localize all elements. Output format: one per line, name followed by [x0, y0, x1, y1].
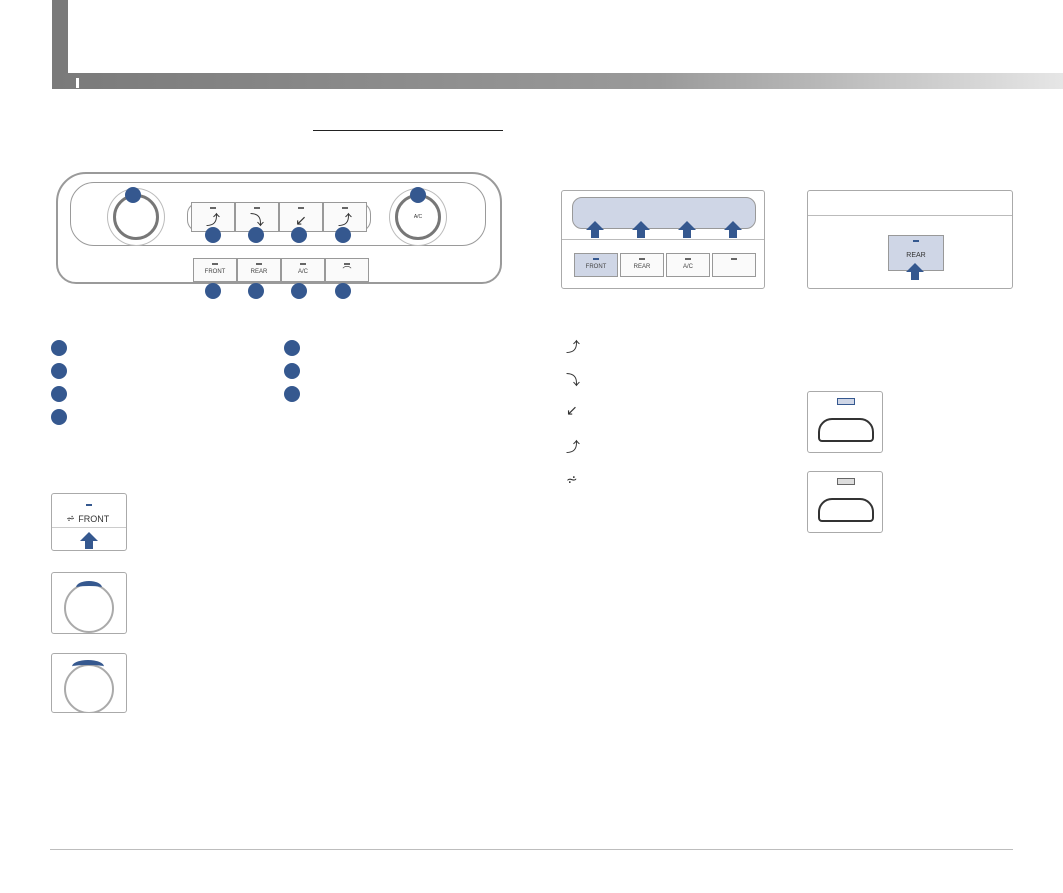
- floor-list-icon: ↙: [566, 403, 578, 419]
- legend-bullet-7: [284, 386, 300, 402]
- floor-icon: ↙: [295, 213, 307, 229]
- bi-level-icon: ⤵: [250, 213, 264, 229]
- callout-9: [291, 283, 307, 299]
- climate-panel-inner-bezel: [70, 182, 486, 246]
- defrost-list-icon: ⩫: [566, 472, 578, 488]
- front-defrost-thumbnail: ⩫ FRONT: [51, 493, 127, 551]
- ac-button-label: A/C: [297, 269, 308, 275]
- rear-defrost-closeup: REAR: [807, 190, 1013, 289]
- callout-4: [248, 227, 264, 243]
- legend-bullet-6: [284, 363, 300, 379]
- front-defrost-button: FRONT: [193, 258, 237, 282]
- closeup-front-label: FRONT: [585, 264, 607, 270]
- callout-10: [335, 283, 351, 299]
- footer-rule: [50, 849, 1013, 850]
- face-vent-list-icon: ⤴: [566, 340, 580, 356]
- callout-3: [205, 227, 221, 243]
- recirculation-button: ⌒: [325, 258, 369, 282]
- face-vent-icon: ⤴: [206, 213, 220, 229]
- section-title-rule: [313, 130, 503, 131]
- outside-air-thumbnail: [807, 391, 883, 453]
- legend-bullet-5: [284, 340, 300, 356]
- mode-button-bilevel: ⤵: [235, 202, 279, 232]
- callout-5: [291, 227, 307, 243]
- header-bar: [52, 73, 1063, 89]
- callout-6: [335, 227, 351, 243]
- rear-defrost-button: REAR: [237, 258, 281, 282]
- front-defrost-label: FRONT: [204, 269, 226, 275]
- fan-knob-thumbnail: [51, 653, 127, 713]
- closeup-rear-label: REAR: [633, 264, 651, 270]
- legend-bullet-2: [51, 363, 67, 379]
- legend-bullet-1: [51, 340, 67, 356]
- defrost-icon: ⩫: [66, 512, 76, 525]
- bi-level-list-icon: ⤵: [566, 373, 580, 389]
- header-tab-mark: [76, 78, 79, 88]
- closeup-rear-defrost-label: REAR: [906, 252, 926, 259]
- recirculation-icon: ⌒: [342, 267, 352, 277]
- knob-ac-label: A/C: [413, 214, 423, 220]
- callout-1: [125, 187, 141, 203]
- ac-button: A/C: [281, 258, 325, 282]
- temp-knob-thumbnail: [51, 572, 127, 634]
- mode-buttons-closeup: FRONT REAR A/C: [561, 190, 765, 289]
- header-side-bar: [52, 0, 68, 89]
- floor-defrost-list-icon: ⤴: [566, 440, 580, 456]
- callout-8: [248, 283, 264, 299]
- rear-defrost-label: REAR: [250, 269, 268, 275]
- closeup-ac-label: A/C: [682, 264, 693, 270]
- floor-defrost-icon: ⤴: [338, 213, 352, 229]
- legend-bullet-3: [51, 386, 67, 402]
- legend-bullet-4: [51, 409, 67, 425]
- thumb-front-label: FRONT: [78, 514, 110, 524]
- callout-2: [410, 187, 426, 203]
- recirculated-air-thumbnail: [807, 471, 883, 533]
- callout-7: [205, 283, 221, 299]
